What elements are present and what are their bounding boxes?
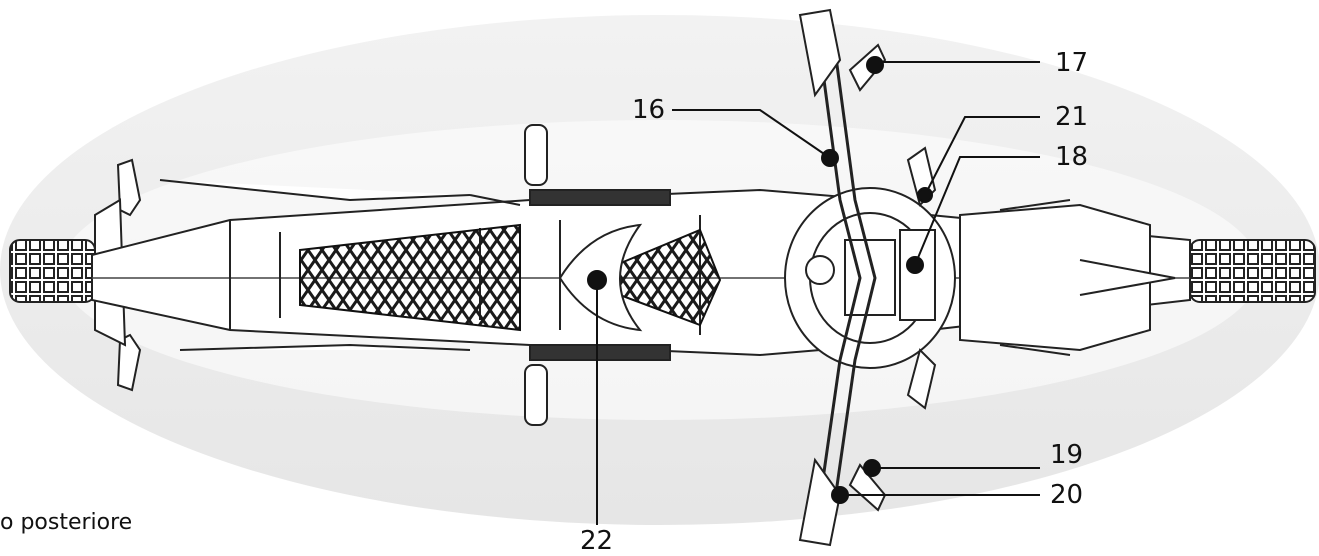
callout-dot-21 xyxy=(917,187,933,203)
label-18: 18 xyxy=(1055,142,1089,172)
seat-texture xyxy=(299,223,722,332)
front-assembly xyxy=(784,187,1176,369)
footpegs xyxy=(524,124,671,426)
callouts xyxy=(587,56,1040,525)
label-22: 22 xyxy=(580,526,614,556)
rear-tire xyxy=(9,239,96,303)
callout-dot-19 xyxy=(863,459,881,477)
label-21: 21 xyxy=(1055,102,1089,132)
front-tire xyxy=(1189,239,1316,303)
label-17: 17 xyxy=(1055,48,1089,78)
callout-dot-18 xyxy=(906,256,924,274)
mirrors xyxy=(798,8,887,547)
callout-dot-17 xyxy=(866,56,884,74)
label-20: 20 xyxy=(1050,480,1084,510)
label-19: 19 xyxy=(1050,440,1084,470)
caption-text: o posteriore xyxy=(0,510,133,535)
callout-dot-16 xyxy=(821,149,839,167)
label-16: 16 xyxy=(632,95,666,125)
callout-dot-22 xyxy=(587,270,607,290)
callout-dot-20 xyxy=(831,486,849,504)
